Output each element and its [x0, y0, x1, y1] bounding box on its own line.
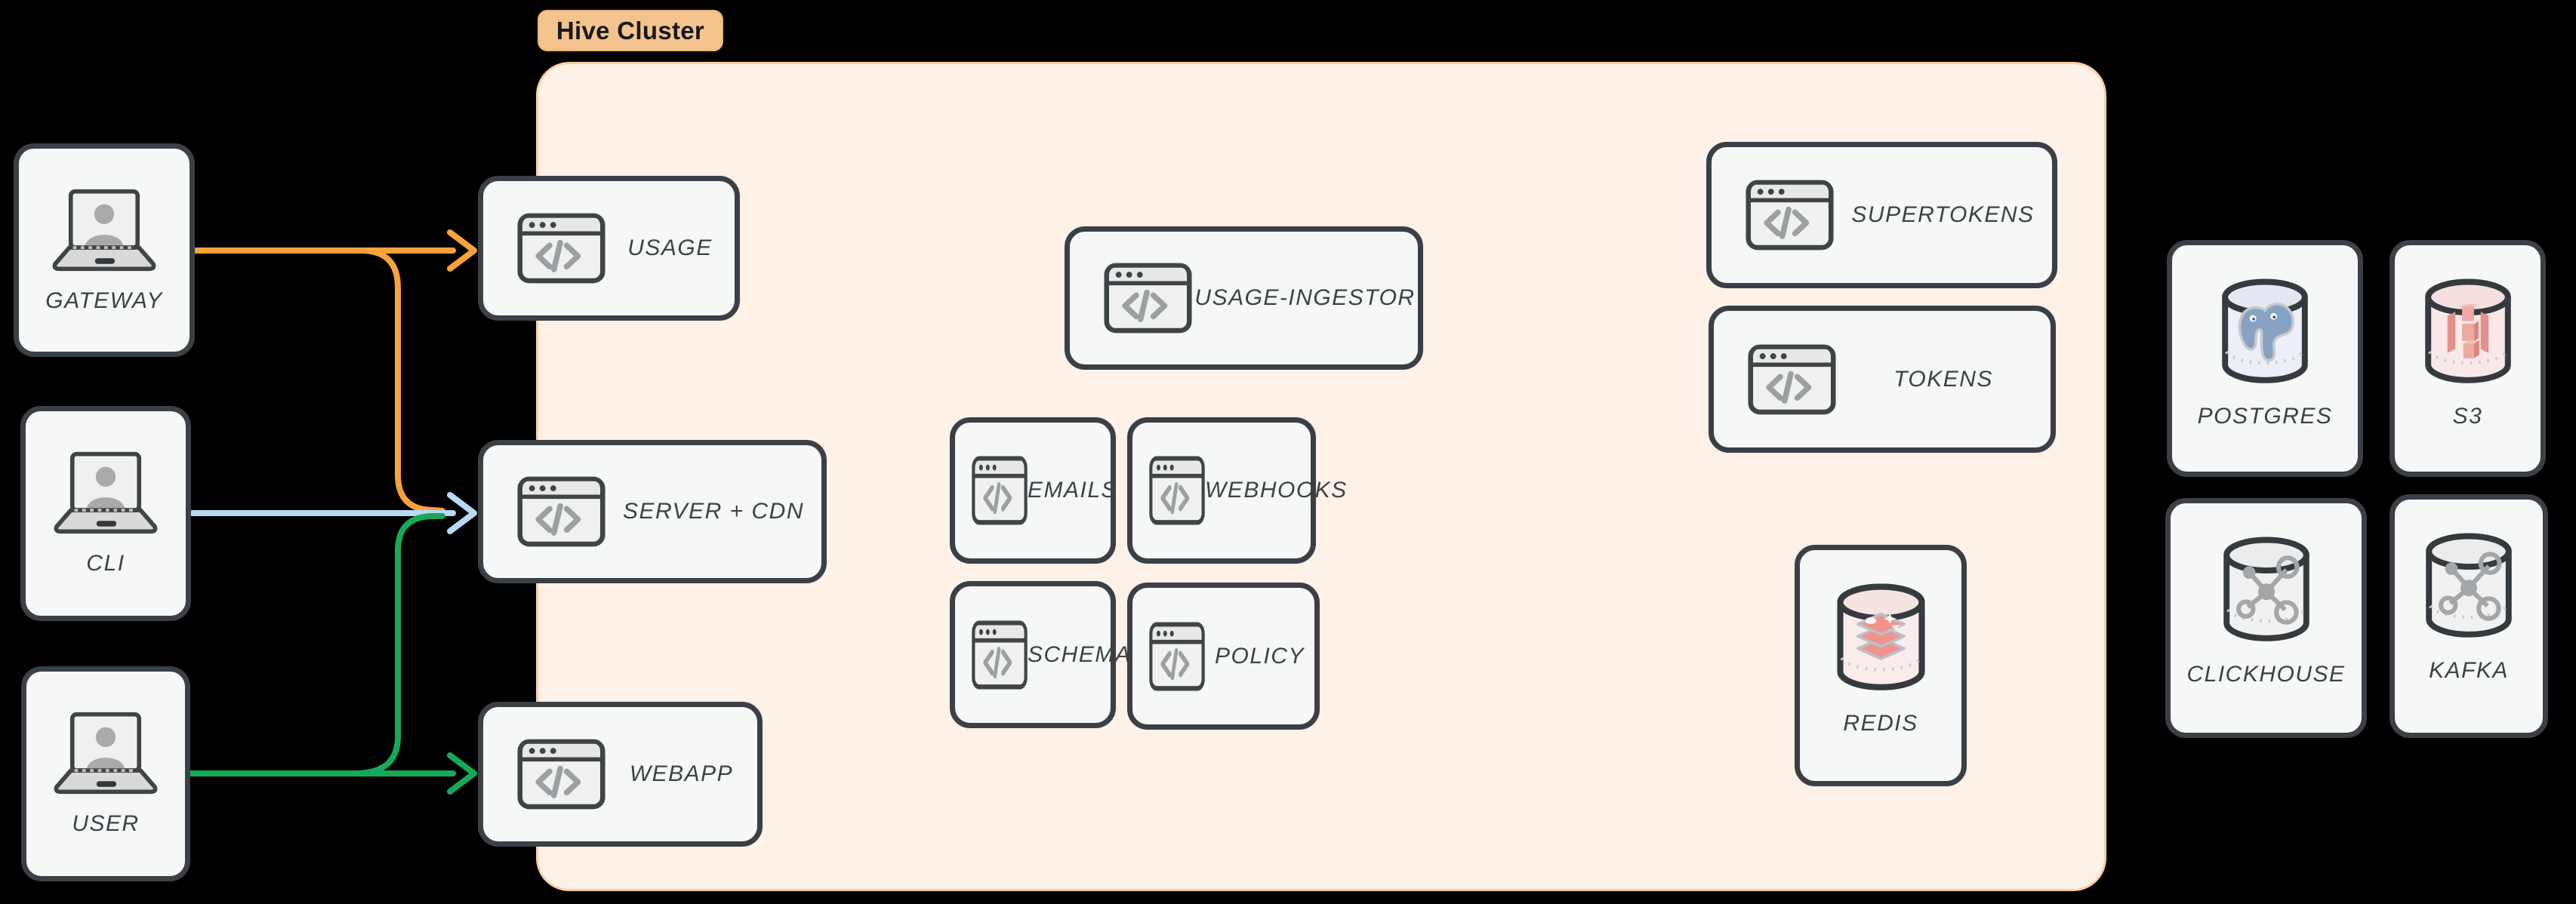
datastore-label: REDIS — [1843, 711, 1918, 736]
arrow-gateway-to-usage — [192, 229, 477, 272]
datastore-s3: S3 — [2390, 240, 2546, 477]
node-gateway: GATEWAY — [14, 143, 195, 357]
datastore-kafka: KAFKA — [2390, 494, 2548, 738]
laptop-user-icon — [44, 188, 165, 273]
node-label: CLI — [86, 551, 125, 576]
service-label: WEBHOOKS — [1205, 478, 1348, 503]
service-webhooks: WEBHOOKS — [1127, 417, 1346, 564]
service-label: WEBAPP — [629, 761, 734, 786]
arrow-gateway-to-server-cdn — [358, 248, 445, 514]
code-browser-icon — [972, 456, 1028, 525]
code-browser-icon — [517, 739, 605, 810]
node-user: USER — [21, 666, 190, 881]
datastore-label: POSTGRES — [2197, 404, 2333, 429]
node-label: GATEWAY — [45, 288, 163, 313]
service-usage-ingestor: USAGE-INGESTOR — [1065, 226, 1423, 370]
arrow-cli-to-server-cdn — [190, 492, 477, 534]
service-webapp: WEBAPP — [478, 702, 763, 847]
service-label: SUPERTOKENS — [1851, 202, 2035, 227]
service-label: EMAILS — [1028, 478, 1118, 503]
service-label: USAGE — [627, 235, 713, 260]
s3-database-icon — [2418, 277, 2518, 387]
service-label: TOKENS — [1893, 366, 1993, 392]
code-browser-icon — [1104, 263, 1192, 334]
service-label: SERVER + CDN — [622, 499, 804, 524]
datastore-label: S3 — [2452, 404, 2483, 429]
datastore-label: KAFKA — [2429, 658, 2509, 683]
node-cli: CLI — [20, 406, 191, 621]
hive-cluster-title: Hive Cluster — [556, 16, 705, 45]
code-browser-icon — [1748, 344, 1836, 415]
code-browser-icon — [1149, 622, 1205, 691]
node-label: USER — [72, 811, 140, 836]
service-tokens: TOKENS — [1709, 306, 2056, 453]
service-supertokens: SUPERTOKENS — [1706, 142, 2057, 288]
code-browser-icon — [517, 476, 605, 547]
code-browser-icon — [1149, 456, 1205, 525]
datastore-clickhouse: CLICKHOUSE — [2165, 498, 2367, 738]
service-label: POLICY — [1214, 643, 1305, 669]
code-browser-icon — [1746, 180, 1834, 251]
service-label: USAGE-INGESTOR — [1194, 285, 1416, 310]
hive-cluster-label: Hive Cluster — [538, 10, 723, 51]
laptop-user-icon — [45, 450, 166, 536]
kafka-database-icon — [2419, 531, 2519, 641]
service-usage: USAGE — [478, 176, 740, 321]
arrow-user-to-server-cdn — [352, 513, 445, 776]
service-label: SCHEMA — [1028, 641, 1132, 667]
datastore-label: CLICKHOUSE — [2186, 662, 2346, 687]
datastore-postgres: POSTGRES — [2167, 240, 2363, 477]
code-browser-icon — [517, 213, 605, 284]
laptop-user-icon — [45, 711, 166, 796]
arrow-user-to-webapp — [187, 752, 477, 795]
redis-database-icon — [1830, 582, 1932, 694]
postgres-database-icon — [2215, 277, 2315, 387]
service-schema: SCHEMA — [950, 581, 1130, 728]
datastore-redis: REDIS — [1795, 545, 1967, 786]
service-server-cdn: SERVER + CDN — [478, 440, 827, 583]
service-policy: POLICY — [1127, 583, 1320, 730]
code-browser-icon — [972, 620, 1028, 690]
clickhouse-database-icon — [2217, 535, 2316, 645]
service-emails: EMAILS — [950, 417, 1118, 564]
